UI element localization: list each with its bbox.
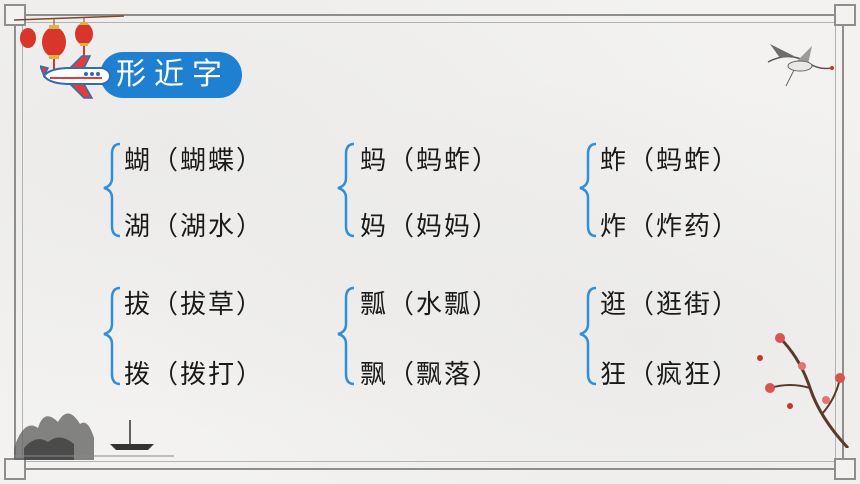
title-badge — [100, 52, 242, 98]
corner-ornament — [834, 4, 856, 26]
character-entry: 蚂（蚂蚱） — [360, 146, 501, 176]
curly-brace — [337, 142, 355, 238]
plane-icon — [40, 55, 112, 99]
character-entry: 妈（妈妈） — [360, 212, 501, 242]
curly-brace — [103, 286, 121, 386]
character-group: 蚱（蚂蚱） 炸（炸药） — [576, 140, 776, 242]
character-entry: 拨（拨打） — [124, 360, 265, 390]
character-entry: 逛（逛街） — [600, 290, 741, 320]
character-group: 逛（逛街） 狂（疯狂） — [576, 284, 776, 390]
corner-ornament — [834, 458, 856, 480]
inner-frame — [22, 22, 836, 462]
character-group: 拔（拔草） 拨（拨打） — [100, 284, 300, 390]
character-entry: 瓢（水瓢） — [360, 290, 501, 320]
character-entry: 炸（炸药） — [600, 212, 741, 242]
character-entry: 蚱（蚂蚱） — [600, 146, 741, 176]
crane-icon — [767, 44, 834, 87]
curly-brace — [579, 286, 597, 386]
page-title: 形近字 — [116, 57, 230, 92]
character-group: 蚂（蚂蚱） 妈（妈妈） — [334, 140, 534, 242]
curly-brace — [579, 142, 597, 238]
character-group: 蝴（蝴蝶） 湖（湖水） — [100, 140, 300, 242]
character-group: 瓢（水瓢） 飘（飘落） — [334, 284, 534, 390]
character-entry: 飘（飘落） — [360, 360, 501, 390]
outer-frame — [14, 14, 844, 470]
curly-brace — [337, 286, 355, 386]
plum-blossom-icon — [757, 333, 850, 448]
character-entry: 狂（疯狂） — [600, 360, 741, 390]
landscape-icon — [14, 413, 174, 460]
curly-brace — [103, 142, 121, 238]
character-entry: 湖（湖水） — [124, 212, 265, 242]
lantern-icon — [14, 15, 124, 70]
character-entry: 拔（拔草） — [124, 290, 265, 320]
corner-ornament — [4, 458, 26, 480]
character-entry: 蝴（蝴蝶） — [124, 146, 265, 176]
